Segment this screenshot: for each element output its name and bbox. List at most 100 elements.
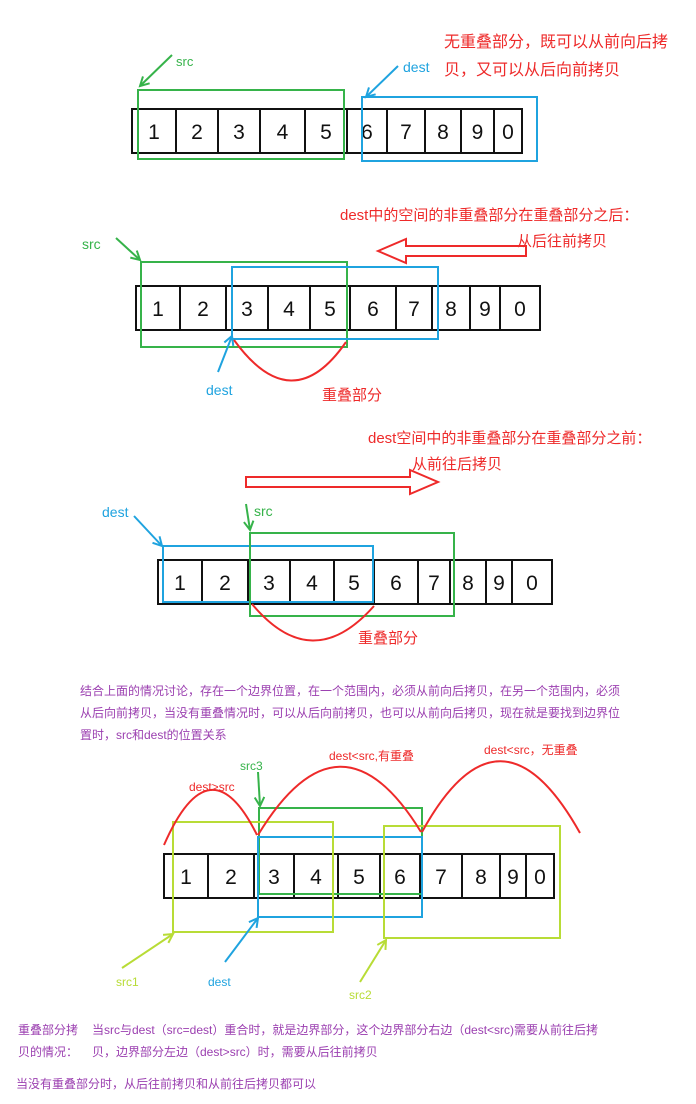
d2-cell-10 [499,285,541,331]
conclusion-heading-line-1: 重叠部分拷 [18,1023,79,1037]
d1-cell-4-value: 4 [277,121,289,144]
d4-cell-1-value: 1 [180,866,192,889]
conclusion-final: 当没有重叠部分时，从后往前拷贝和从前往后拷贝都可以 [16,1077,317,1091]
d4-src3-arrow-head [253,796,266,809]
d3-dest-arrow-shaft [133,515,163,547]
d1-note-line-1: 无重叠部分，既可以从前向后拷 [444,33,668,51]
d3-cell-10-value: 0 [526,572,538,595]
d2-copy-direction-arrow [375,237,527,265]
summary-line-3: 置时，src和dest的位置关系 [80,728,227,742]
d4-arc1-label: dest>src [189,780,235,794]
d1-cell-10 [493,108,523,154]
conclusion-heading: 重叠部分拷 贝的情况： [18,1019,88,1063]
d4-arc-dest-gt-src [163,789,258,846]
d1-dest-label: dest [403,59,430,75]
d1-cell-10-value: 0 [502,121,514,144]
d2-dest-arrow-head [223,334,235,347]
d1-cell-3-value: 3 [233,121,245,144]
d3-copy-direction-arrow [245,468,441,496]
summary-line-2: 从后向前拷贝，当没有重叠情况时，可以从后向前拷贝，也可以从前向后拷贝，现在就是要… [80,706,621,720]
d4-dest-label: dest [208,975,231,989]
d4-cell-8-value: 8 [475,866,487,889]
d4-arc2-label: dest<src,有重叠 [329,749,414,763]
d3-cell-10 [511,559,553,605]
d1-src-box [137,89,345,160]
d2-dest-label: dest [206,382,233,398]
d3-src-box [249,532,455,617]
d3-cell-9-value: 9 [493,572,505,595]
d4-src2-arrow-shaft [359,939,387,983]
d2-cell-7-value: 7 [408,298,420,321]
d4-src3-label: src3 [240,759,263,773]
d1-cell-7-value: 7 [400,121,412,144]
d3-title-line-2: 从前往后拷贝 [412,456,502,473]
d3-cell-2-value: 2 [219,572,231,595]
d2-cell-3-value: 3 [241,298,253,321]
d1-cell-5-value: 5 [320,121,332,144]
d2-cell-10-value: 0 [514,298,526,321]
d3-cell-8-value: 8 [462,572,474,595]
d4-src1-arrow-head [162,932,175,944]
d2-cell-4-value: 4 [283,298,295,321]
d3-cell-4-value: 4 [306,572,318,595]
d1-cell-6-value: 6 [361,121,373,144]
d1-dest-box [361,96,538,162]
d1-cell-9-value: 9 [472,121,484,144]
d3-dest-box [162,545,374,603]
d1-src-label: src [176,54,194,69]
d3-overlap-label: 重叠部分 [358,630,418,647]
d2-src-arrow-head [130,250,142,262]
d4-src2-arrow-head [376,938,388,951]
d1-cell-1-value: 1 [148,121,160,144]
summary-line-1: 结合上面的情况讨论，存在一个边界位置，在一个范围内，必须从前向后拷贝，在另一个范… [80,684,621,698]
d3-src-label: src [254,503,273,519]
d3-src-arrow-head [243,520,255,533]
summary-note: 结合上面的情况讨论，存在一个边界位置，在一个范围内，必须从前向后拷贝，在另一个范… [80,680,680,746]
d4-dest-arrow-head [248,916,260,929]
d2-src-box [140,261,348,348]
d4-cell-7-value: 7 [435,866,447,889]
conclusion-heading-line-2: 贝的情况： [18,1045,79,1059]
d2-cell-5-value: 5 [324,298,336,321]
d3-overlap-arc [251,603,375,642]
d2-dest-box [231,266,439,340]
conclusion-body-line-1: 当src与dest（src=dest）重合时，就是边界部分，这个边界部分右边（d… [92,1023,599,1037]
d2-title-line-1: dest中的空间的非重叠部分在重叠部分之后： [340,207,638,224]
d4-arc-dest-lt-src-overlap [257,765,422,836]
d2-cell-8-value: 8 [445,298,457,321]
d3-dest-label: dest [102,504,129,520]
d1-cell-2-value: 2 [191,121,203,144]
d2-cell-9-value: 9 [479,298,491,321]
d4-cell-4-value: 4 [310,866,322,889]
d2-cell-6-value: 6 [367,298,379,321]
d4-arc-dest-lt-src-no-overlap [421,760,581,834]
d4-cell-9-value: 9 [507,866,519,889]
conclusion-body-line-2: 贝，边界部分左边（dest>src）时，需要从后往前拷贝 [92,1045,378,1059]
d4-arc3-label: dest<src，无重叠 [484,743,578,757]
d1-cell-8-value: 8 [437,121,449,144]
d4-cell-10-value: 0 [534,866,546,889]
d1-src-arrow-head [138,76,150,88]
d4-cell-10 [525,853,555,899]
d4-cell-2-value: 2 [225,866,237,889]
d4-src1-label: src1 [116,975,139,989]
d3-cell-6-value: 6 [390,572,402,595]
d3-src-arrow-shaft [245,503,251,531]
d1-note-line-2: 贝，又可以从后向前拷贝 [444,61,620,79]
d2-dest-arrow-shaft [217,335,233,373]
d4-src1-box [172,821,334,933]
d2-overlap-arc [233,339,347,382]
d3-dest-arrow-head [152,536,164,548]
d4-src1-arrow-shaft [121,933,174,969]
d2-cell-1-value: 1 [152,298,164,321]
d3-cell-5-value: 5 [348,572,360,595]
d4-dest-box [257,836,423,918]
d2-title-line-2: 从后往前拷贝 [517,233,607,250]
conclusion-body: 当src与dest（src=dest）重合时，就是边界部分，这个边界部分右边（d… [92,1019,692,1063]
d2-cell-2-value: 2 [197,298,209,321]
d4-dest-arrow-shaft [224,917,259,963]
d4-cell-6-value: 6 [394,866,406,889]
d3-cell-1-value: 1 [174,572,186,595]
